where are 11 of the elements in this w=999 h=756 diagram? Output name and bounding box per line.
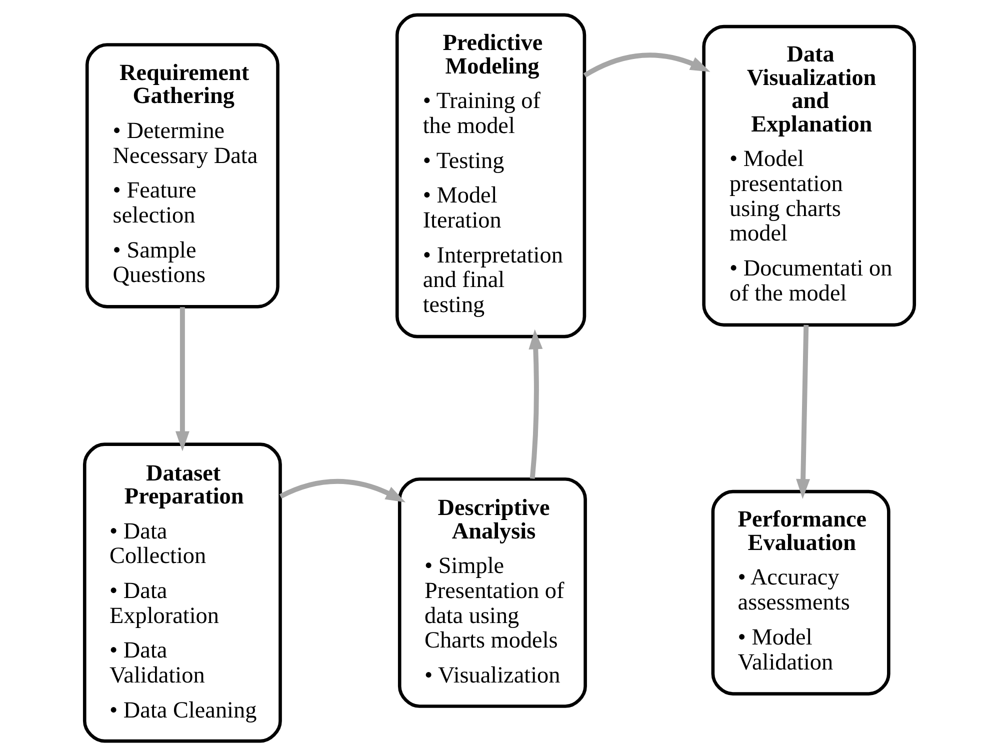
arrow (796, 324, 810, 499)
arrow (583, 52, 710, 78)
node-box: Data Visualization and Explanation • Model presentation using charts model • Documentati on of the model (702, 24, 916, 327)
node-box: Performance Evaluation • Accuracy assessments • Model Validation (711, 490, 890, 696)
arrow (528, 329, 543, 479)
arrow (175, 307, 190, 452)
node-box: Dataset Preparation • Data Collection • Data Exploration • Data Validation • Data Cleaning (82, 442, 282, 743)
node-box: Requirement Gathering • Determine Necessary Data • Feature selection • Sample Questions (85, 43, 280, 308)
arrow (279, 478, 406, 502)
node-box: Predictive Modeling • Training of the model • Testing • Model Iteration • Interpretation and final testing (395, 13, 586, 338)
node-box: Descriptive Analysis • Simple Presentation of data using Charts models • Visualization (398, 477, 587, 708)
